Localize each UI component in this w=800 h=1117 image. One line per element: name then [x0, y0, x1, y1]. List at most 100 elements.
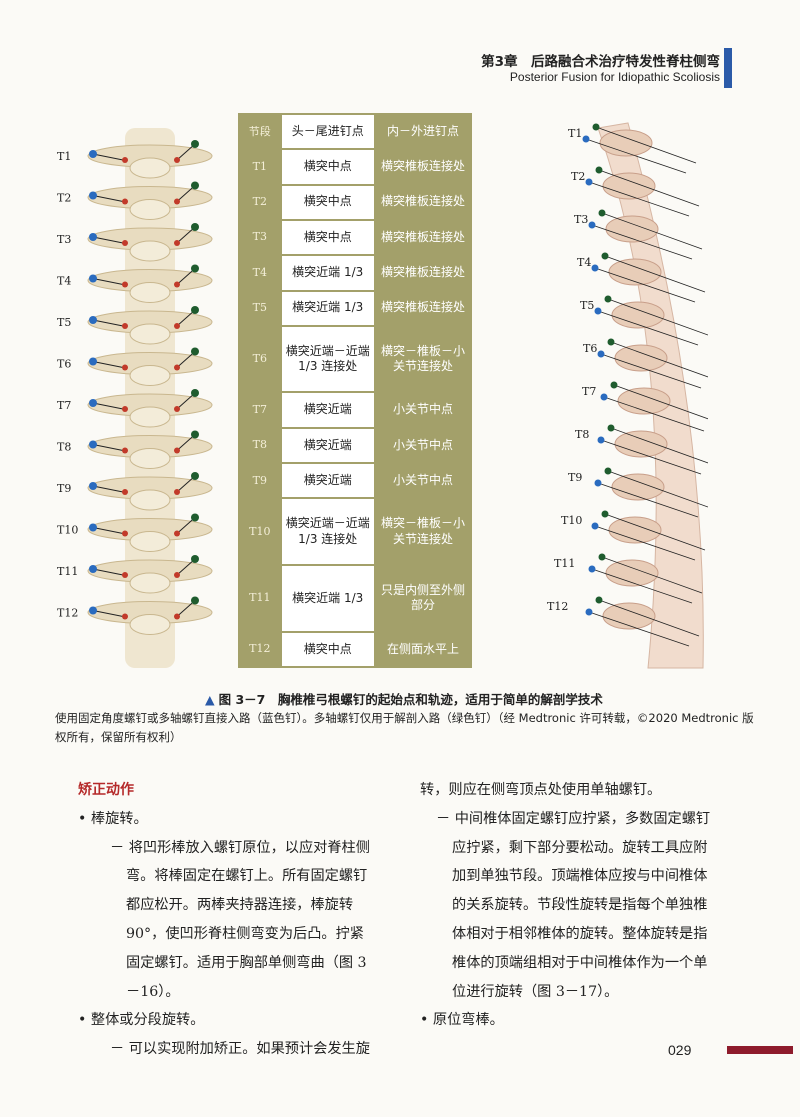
text-column-left: 矫正动作 • 棒旋转。－ 将凹形棒放入螺钉原位，以应对脊柱侧弯。将棒固定在螺钉上… [78, 776, 378, 1064]
ct-entry-cell: 横突中点 [281, 185, 375, 220]
ml-entry-cell: 小关节中点 [375, 463, 471, 498]
blue-pin-icon [595, 480, 602, 487]
ct-entry-cell: 横突近端 [281, 463, 375, 498]
blue-pin-icon [89, 233, 97, 241]
segment-cell: T12 [239, 632, 281, 667]
spinous-process [130, 283, 170, 303]
bullet-item: • 棒旋转。 [78, 805, 378, 834]
level-label: T2 [571, 170, 585, 183]
level-label: T4 [57, 275, 71, 288]
ct-entry-cell: 横突近端－近端 1/3 连接处 [281, 498, 375, 565]
vertebra [618, 388, 670, 414]
red-entry-icon [174, 157, 180, 163]
red-entry-icon [174, 199, 180, 205]
green-pin-icon [611, 382, 618, 389]
blue-pin-icon [586, 179, 593, 186]
ml-entry-cell: 横突－椎板－小关节连接处 [375, 498, 471, 565]
red-entry-icon [174, 365, 180, 371]
segment-cell: T10 [239, 498, 281, 565]
ml-entry-cell: 只是内侧至外侧部分 [375, 565, 471, 632]
green-pin-icon [191, 555, 199, 563]
ml-entry-cell: 横突－椎板－小关节连接处 [375, 326, 471, 393]
green-pin-icon [191, 306, 199, 314]
level-label: T2 [57, 192, 71, 205]
figure-caption-body: 使用固定角度螺钉或多轴螺钉直接入路（蓝色钉）。多轴螺钉仅用于解剖入路（绿色钉）（… [55, 709, 755, 747]
red-entry-icon [122, 157, 128, 163]
blue-pin-icon [89, 607, 97, 615]
green-pin-icon [605, 296, 612, 303]
level-label: T3 [574, 213, 588, 226]
bullet-item: • 整体或分段旋转。 [78, 1006, 378, 1035]
level-label: T6 [57, 358, 71, 371]
segment-cell: T5 [239, 291, 281, 326]
ml-entry-cell: 横突椎板连接处 [375, 220, 471, 255]
vertebra [609, 259, 661, 285]
ml-entry-cell: 横突椎板连接处 [375, 185, 471, 220]
chapter-title-cn: 第3章 后路融合术治疗特发性脊柱侧弯 [481, 50, 720, 70]
level-label: T7 [57, 399, 71, 412]
red-entry-icon [122, 240, 128, 246]
ml-entry-cell: 小关节中点 [375, 392, 471, 427]
level-label: T8 [575, 428, 589, 441]
ml-entry-cell: 横突椎板连接处 [375, 291, 471, 326]
green-pin-icon [191, 597, 199, 605]
red-entry-icon [174, 282, 180, 288]
level-label: T10 [57, 524, 78, 537]
green-pin-icon [602, 511, 609, 518]
red-entry-icon [122, 406, 128, 412]
spinous-process [130, 407, 170, 427]
ml-entry-cell: 小关节中点 [375, 428, 471, 463]
red-entry-icon [174, 614, 180, 620]
segment-cell: T11 [239, 565, 281, 632]
green-pin-icon [191, 348, 199, 356]
green-pin-icon [608, 339, 615, 346]
blue-pin-icon [89, 358, 97, 366]
green-pin-icon [191, 223, 199, 231]
bullet-item: • 原位弯棒。 [420, 1006, 720, 1035]
spinous-process [130, 200, 170, 220]
spinous-process [130, 490, 170, 510]
red-entry-icon [122, 323, 128, 329]
green-pin-icon [191, 514, 199, 522]
level-label: T4 [577, 256, 591, 269]
vertebra [606, 560, 658, 586]
level-label: T1 [57, 150, 71, 163]
red-entry-icon [174, 448, 180, 454]
level-label: T12 [57, 607, 78, 620]
header-ct: 头－尾进钉点 [281, 114, 375, 149]
green-pin-icon [191, 472, 199, 480]
ct-entry-cell: 横突近端 1/3 [281, 565, 375, 632]
red-entry-icon [174, 323, 180, 329]
segment-cell: T7 [239, 392, 281, 427]
paragraph: － 中间椎体固定螺钉应拧紧，多数固定螺钉应拧紧，剩下部分要松动。旋转工具应附加到… [420, 805, 720, 1007]
level-label: T9 [57, 482, 71, 495]
level-label: T9 [568, 471, 582, 484]
ct-entry-cell: 横突近端－近端 1/3 连接处 [281, 326, 375, 393]
paragraph: － 将凹形棒放入螺钉原位，以应对脊柱侧弯。将棒固定在螺钉上。所有固定螺钉都应松开… [78, 834, 378, 1007]
blue-pin-icon [89, 192, 97, 200]
spinous-process [130, 573, 170, 593]
blue-pin-icon [89, 399, 97, 407]
segment-cell: T1 [239, 149, 281, 184]
header-ml: 内－外进钉点 [375, 114, 471, 149]
page-number: 029 [668, 1042, 691, 1058]
vertebra [603, 603, 655, 629]
blue-pin-icon [89, 316, 97, 324]
ct-entry-cell: 横突近端 [281, 392, 375, 427]
green-pin-icon [593, 124, 600, 131]
red-entry-icon [122, 448, 128, 454]
table-row: T3横突中点横突椎板连接处 [239, 220, 471, 255]
green-pin-icon [599, 210, 606, 217]
green-pin-icon [608, 425, 615, 432]
green-pin-icon [191, 431, 199, 439]
segment-cell: T4 [239, 255, 281, 290]
spinous-process [130, 158, 170, 178]
segment-cell: T3 [239, 220, 281, 255]
vertebra [603, 173, 655, 199]
spinous-process [130, 324, 170, 344]
level-label: T10 [561, 514, 582, 527]
red-entry-icon [122, 199, 128, 205]
